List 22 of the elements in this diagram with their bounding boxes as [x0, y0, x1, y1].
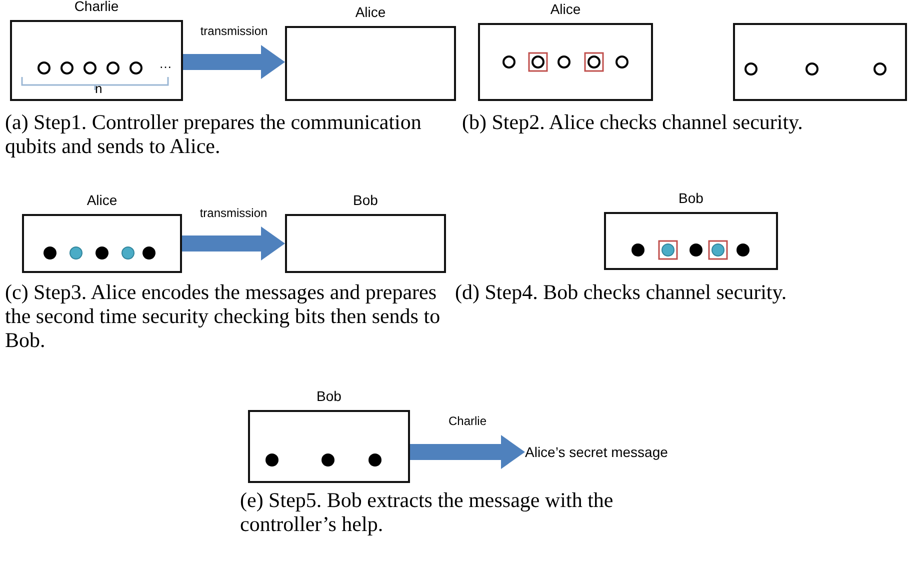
figure-caption: (e) Step5. Bob extracts the message with the controller’s help.: [240, 488, 614, 536]
transmission-arrow: [183, 45, 285, 79]
party-name: Bob: [353, 192, 378, 208]
party-name: Alice: [86, 192, 118, 208]
empty-box: [733, 23, 907, 101]
party-name: Bob: [316, 388, 342, 404]
edge-label: transmission: [200, 24, 268, 38]
party-name: Alice: [550, 1, 581, 17]
ellipsis: …: [159, 57, 172, 71]
edge-label: transmission: [200, 206, 268, 220]
transmission-arrow: [182, 226, 285, 260]
party-name: Charlie: [74, 0, 119, 14]
transmission-arrow: [410, 435, 525, 469]
result-text: Alice’s secret message: [525, 444, 668, 460]
figure-caption: (b) Step2. Alice checks channel security.: [462, 110, 804, 134]
edge-label: Charlie: [448, 414, 486, 428]
figure-caption: (d) Step4. Bob checks channel security.: [455, 280, 788, 304]
figure-caption: (c) Step3. Alice encodes the messages and prepares the second time security checking bits then sends to Bob.: [5, 280, 442, 352]
brace-label: n: [95, 82, 102, 96]
party-name: Bob: [678, 190, 704, 206]
party-name: Alice: [355, 4, 386, 20]
figure-caption: (a) Step1. Controller prepares the communication qubits and sends to Alice.: [5, 110, 422, 158]
